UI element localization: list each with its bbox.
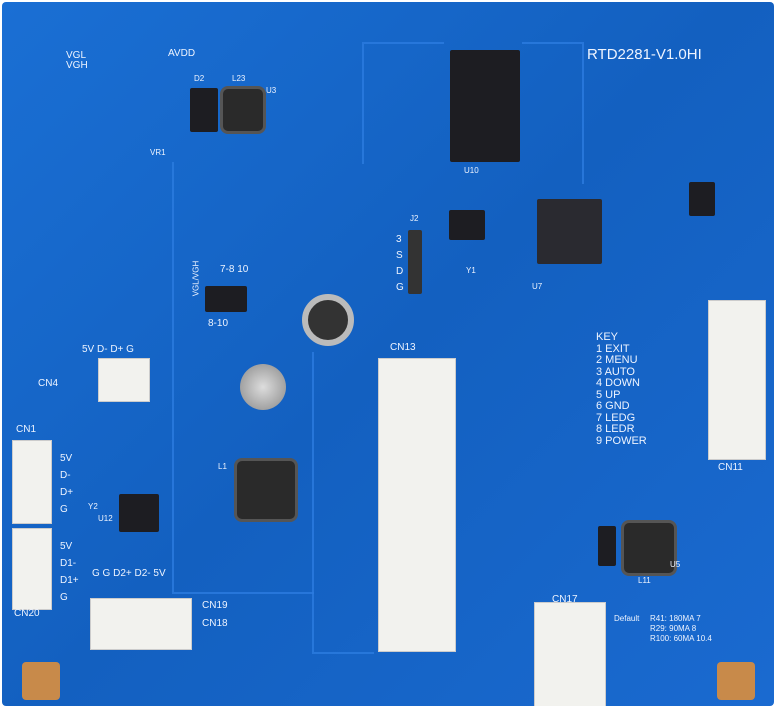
key-row: 9 POWER bbox=[596, 434, 647, 447]
key-row: 6 GND bbox=[596, 400, 630, 412]
label-cn18: CN18 bbox=[202, 618, 228, 629]
connector-cn13[interactable] bbox=[378, 358, 456, 652]
connector-cn20[interactable] bbox=[12, 528, 52, 610]
label-j2: J2 bbox=[410, 214, 419, 223]
label-cn13: CN13 bbox=[390, 342, 416, 353]
label-cn1: CN1 bbox=[16, 424, 37, 435]
key-row: 3 AUTO bbox=[596, 365, 635, 378]
label-cn19-pins: G G D2+ D2- 5V bbox=[92, 568, 166, 579]
trace bbox=[522, 42, 584, 184]
label-jumper2: 8-10 bbox=[208, 318, 229, 329]
label-y1: Y1 bbox=[466, 266, 476, 275]
default-note-row: R100: 60MA 10.4 bbox=[650, 634, 712, 643]
j2-pin: D bbox=[396, 266, 404, 277]
cn20-pin-labels: 5V D1- D1+ G bbox=[60, 538, 79, 606]
label-vgl: VGL bbox=[66, 50, 87, 61]
connector-cn11[interactable] bbox=[708, 300, 766, 460]
j2-pin: S bbox=[396, 250, 403, 261]
label-l1: L1 bbox=[218, 462, 227, 471]
chip-rtd2281 bbox=[537, 199, 602, 264]
label-y2: Y2 bbox=[88, 502, 98, 511]
jumper-header[interactable] bbox=[205, 286, 247, 312]
label-cn20: CN20 bbox=[14, 608, 40, 619]
key-row: 5 UP bbox=[596, 388, 621, 401]
board-title: RTD2281-V1.0HI bbox=[587, 46, 702, 63]
j2-pin: 3 bbox=[396, 234, 402, 245]
inductor-l1 bbox=[234, 458, 298, 522]
label-cn4-pins: 5V D- D+ G bbox=[82, 344, 134, 355]
label-u12: U12 bbox=[98, 514, 113, 523]
default-note-row: R41: 180MA 7 bbox=[650, 614, 701, 623]
cn20-pin: D1- bbox=[60, 558, 77, 569]
cn20-pin: 5V bbox=[60, 541, 73, 552]
j2-pin-labels: 3 S D G bbox=[396, 232, 404, 296]
chip-u12 bbox=[119, 494, 159, 532]
key-table-title: KEY bbox=[596, 331, 619, 343]
key-row: 8 LEDR bbox=[596, 423, 635, 435]
chip-u9 bbox=[449, 210, 485, 240]
cn20-pin: D1+ bbox=[60, 575, 79, 586]
label-cn19: CN19 bbox=[202, 600, 228, 611]
connector-cn4[interactable] bbox=[98, 358, 150, 402]
mounting-hole bbox=[302, 294, 354, 346]
cn1-pin: 5V bbox=[60, 453, 73, 464]
label-jumper: 7-8 10 bbox=[220, 264, 249, 275]
label-u10: U10 bbox=[464, 166, 479, 175]
key-row: 1 EXIT bbox=[596, 342, 630, 355]
default-note-row: R29: 90MA 8 bbox=[650, 624, 697, 633]
key-row: 2 MENU bbox=[596, 354, 638, 366]
trace bbox=[312, 352, 374, 654]
label-u3: U3 bbox=[266, 86, 277, 95]
label-cn17: CN17 bbox=[552, 594, 578, 605]
cn1-pin: G bbox=[60, 504, 68, 515]
label-u5: U5 bbox=[670, 560, 681, 569]
electrolytic-capacitor bbox=[240, 364, 286, 410]
inductor-l23 bbox=[220, 86, 266, 134]
label-vr1: VR1 bbox=[150, 148, 166, 157]
chip-u6 bbox=[689, 182, 715, 216]
mounting-pad-left bbox=[22, 662, 60, 700]
trace bbox=[172, 162, 314, 594]
label-d2: D2 bbox=[194, 74, 205, 83]
label-cn4: CN4 bbox=[38, 378, 59, 389]
label-u7: U7 bbox=[532, 282, 543, 291]
key-row: 4 DOWN bbox=[596, 377, 640, 389]
mounting-pad-right bbox=[717, 662, 755, 700]
cn20-pin: G bbox=[60, 592, 68, 603]
connector-cn1[interactable] bbox=[12, 440, 52, 524]
connector-cn18[interactable] bbox=[90, 598, 192, 650]
cn1-pin: D+ bbox=[60, 487, 74, 498]
label-avdd: AVDD bbox=[168, 48, 196, 59]
chip-u10 bbox=[450, 50, 520, 162]
chip-d2 bbox=[190, 88, 218, 132]
header-j2[interactable] bbox=[408, 230, 422, 294]
key-table: KEY 1 EXIT 2 MENU 3 AUTO 4 DOWN 5 UP 6 G… bbox=[596, 331, 647, 447]
chip-diode bbox=[598, 526, 616, 566]
trace bbox=[362, 42, 444, 164]
default-note-prefix: Default bbox=[614, 614, 640, 623]
label-l23: L23 bbox=[232, 74, 246, 83]
cn1-pin: D- bbox=[60, 470, 71, 481]
cn1-pin-labels: 5V D- D+ G bbox=[60, 450, 73, 518]
default-note: R41: 180MA 7 R29: 90MA 8 R100: 60MA 10.4 bbox=[650, 614, 712, 644]
label-vgh: VGH bbox=[66, 60, 88, 71]
connector-cn17[interactable] bbox=[534, 602, 606, 706]
key-row: 7 LEDG bbox=[596, 411, 636, 424]
inductor-l11 bbox=[621, 520, 677, 576]
label-l11: L11 bbox=[638, 576, 651, 585]
j2-pin: G bbox=[396, 282, 404, 293]
label-cn11: CN11 bbox=[718, 462, 743, 473]
